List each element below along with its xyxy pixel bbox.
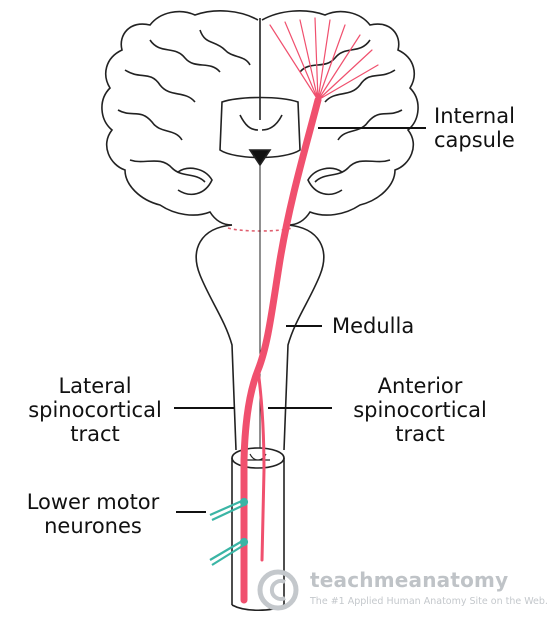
lower-motor-neurones [209, 497, 249, 566]
label-lateral-tract-line1: Lateral [58, 374, 132, 398]
label-lateral-tract-line2: spinocortical [28, 398, 162, 422]
watermark-tagline: The #1 Applied Human Anatomy Site on the… [310, 596, 548, 607]
label-anterior-tract-line2: spinocortical [353, 398, 487, 422]
copyright-logo [257, 569, 299, 611]
label-lower-motor-line1: Lower motor [26, 490, 160, 514]
label-lower-motor-line2: neurones [44, 514, 142, 538]
leader-lines [174, 127, 426, 513]
label-anterior-tract: Anterior spinocortical tract [335, 374, 505, 446]
label-anterior-tract-line3: tract [395, 422, 445, 446]
label-lateral-tract: Lateral spinocortical tract [20, 374, 170, 446]
cerebrum-outline [101, 10, 419, 226]
brainstem-outline [195, 165, 325, 455]
label-anterior-tract-line1: Anterior [377, 374, 463, 398]
label-lateral-tract-line3: tract [70, 422, 120, 446]
label-medulla: Medulla [332, 314, 415, 338]
label-internal-capsule-line1: Internal [434, 104, 515, 128]
watermark-brand: teachmeanatomy [310, 568, 509, 592]
label-internal-capsule: Internal capsule [434, 104, 515, 152]
label-internal-capsule-line2: capsule [434, 128, 515, 152]
label-lower-motor-neurones: Lower motor neurones [8, 490, 178, 538]
corticospinal-tract [240, 17, 379, 604]
